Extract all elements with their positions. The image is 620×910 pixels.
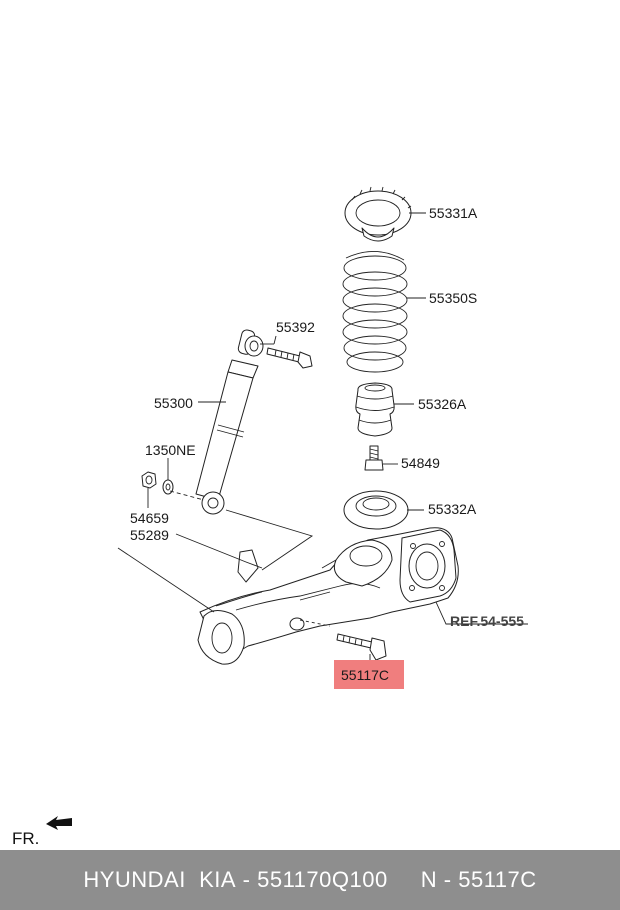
lower-spring-seat — [343, 490, 409, 530]
footer-part-number: 551170Q100 — [257, 867, 388, 892]
label-54659[interactable]: 54659 — [130, 510, 169, 526]
footer-n-label: N — [420, 867, 438, 892]
upper-spring-seat — [344, 186, 412, 242]
callout-labels: 55331A 55350S 55392 55300 55326A 1350NE … — [130, 205, 524, 689]
bolt-55117c — [336, 633, 387, 661]
coil-spring — [342, 251, 408, 373]
highlight-box-55117c — [334, 660, 404, 689]
bolt-55392 — [266, 347, 313, 369]
footer-n-value: 55117C — [458, 867, 537, 892]
front-direction-indicator: FR. — [12, 816, 72, 848]
front-label: FR. — [12, 829, 39, 848]
label-54849[interactable]: 54849 — [401, 455, 440, 471]
bump-stopper — [355, 382, 395, 437]
label-55289[interactable]: 55289 — [130, 527, 169, 543]
front-arrow-icon — [46, 816, 72, 830]
footer-separator: - — [236, 867, 258, 892]
footer-gap — [388, 867, 421, 893]
label-55300[interactable]: 55300 — [154, 395, 193, 411]
label-55332a[interactable]: 55332A — [428, 501, 477, 517]
suspension-diagram: 55331A 55350S 55392 55300 55326A 1350NE … — [12, 186, 528, 848]
nut-and-washer — [141, 471, 174, 495]
bolt-54849 — [364, 445, 384, 471]
label-55117c[interactable]: 55117C — [341, 667, 389, 683]
torsion-beam-axle — [197, 527, 459, 665]
label-55326a[interactable]: 55326A — [418, 396, 467, 412]
leader-lines — [117, 212, 528, 668]
label-ref-54-555[interactable]: REF.54-555 — [450, 613, 524, 629]
label-55331a[interactable]: 55331A — [429, 205, 478, 221]
footer-separator: - — [437, 867, 459, 892]
footer-brand: HYUNDAI KIA — [83, 867, 237, 892]
label-1350ne[interactable]: 1350NE — [145, 442, 196, 458]
label-55392[interactable]: 55392 — [276, 319, 315, 335]
label-55350s[interactable]: 55350S — [429, 290, 477, 306]
part-info-footer: HYUNDAI KIA - 551170Q100 N - 55117C — [0, 850, 620, 910]
shock-absorber — [195, 329, 264, 515]
